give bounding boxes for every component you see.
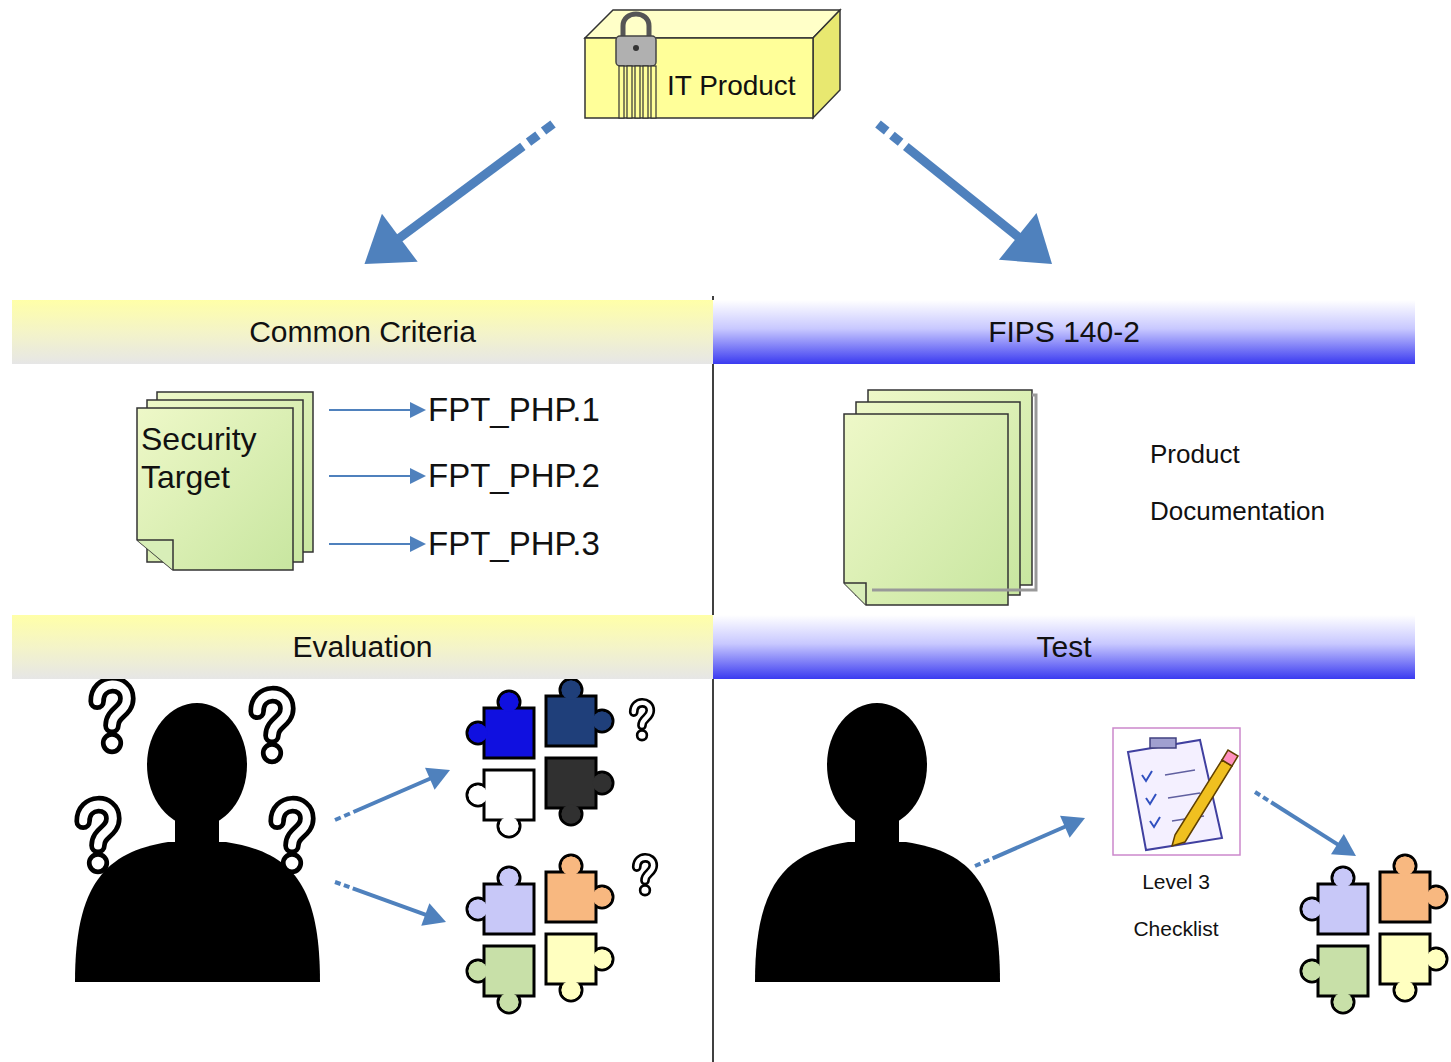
node-text: FPT_PHP.3 bbox=[428, 522, 600, 566]
documentation-label: Product Documentation bbox=[1150, 426, 1390, 540]
flow-arrow bbox=[335, 768, 450, 820]
puzzle-pieces bbox=[467, 679, 613, 837]
phase-band: Evaluation bbox=[12, 615, 713, 679]
person-silhouette bbox=[75, 703, 320, 982]
node-text: FIPS 140-2 bbox=[988, 315, 1140, 349]
question-mark bbox=[637, 858, 654, 895]
phase-band: Test bbox=[713, 615, 1415, 679]
lock-icon bbox=[616, 14, 656, 118]
flow-arrow bbox=[365, 124, 554, 264]
requirement-name: FPT_PHP.2 bbox=[428, 454, 600, 498]
checklist-label: Level 3 Checklist bbox=[1116, 858, 1236, 952]
requirement-name: FPT_PHP.1 bbox=[428, 388, 600, 432]
flow-arrow bbox=[1255, 792, 1356, 856]
question-mark bbox=[634, 703, 651, 740]
puzzle-pieces bbox=[467, 855, 613, 1013]
standard-band: Common Criteria bbox=[12, 300, 713, 364]
node-text: Evaluation bbox=[292, 630, 432, 664]
document-stack bbox=[844, 390, 1036, 605]
divider-line bbox=[712, 296, 714, 1062]
person-silhouette bbox=[755, 703, 1000, 982]
node-text: IT Product bbox=[667, 70, 796, 102]
puzzle-pieces bbox=[1301, 855, 1447, 1013]
question-mark bbox=[83, 805, 113, 872]
question-mark bbox=[97, 685, 127, 752]
question-mark bbox=[277, 805, 307, 872]
flow-arrow bbox=[878, 124, 1052, 264]
node-text: FPT_PHP.1 bbox=[428, 388, 600, 432]
requirement-name: FPT_PHP.3 bbox=[428, 522, 600, 566]
node-text: Test bbox=[1036, 630, 1091, 664]
checklist-icon bbox=[1113, 728, 1240, 855]
flow-arrow bbox=[335, 882, 446, 926]
document-stack: Security Target bbox=[135, 390, 317, 572]
node-text: Security Target bbox=[141, 420, 291, 496]
reference-arrow bbox=[329, 468, 426, 484]
node-text: FPT_PHP.2 bbox=[428, 454, 600, 498]
product-box-shape bbox=[583, 8, 842, 120]
product-box: IT Product bbox=[583, 8, 842, 120]
reference-arrow bbox=[329, 402, 426, 418]
reference-arrow bbox=[329, 536, 426, 552]
standard-band: FIPS 140-2 bbox=[713, 300, 1415, 364]
flow-arrow bbox=[975, 816, 1085, 866]
node-text: Common Criteria bbox=[249, 315, 476, 349]
question-mark bbox=[257, 695, 287, 762]
